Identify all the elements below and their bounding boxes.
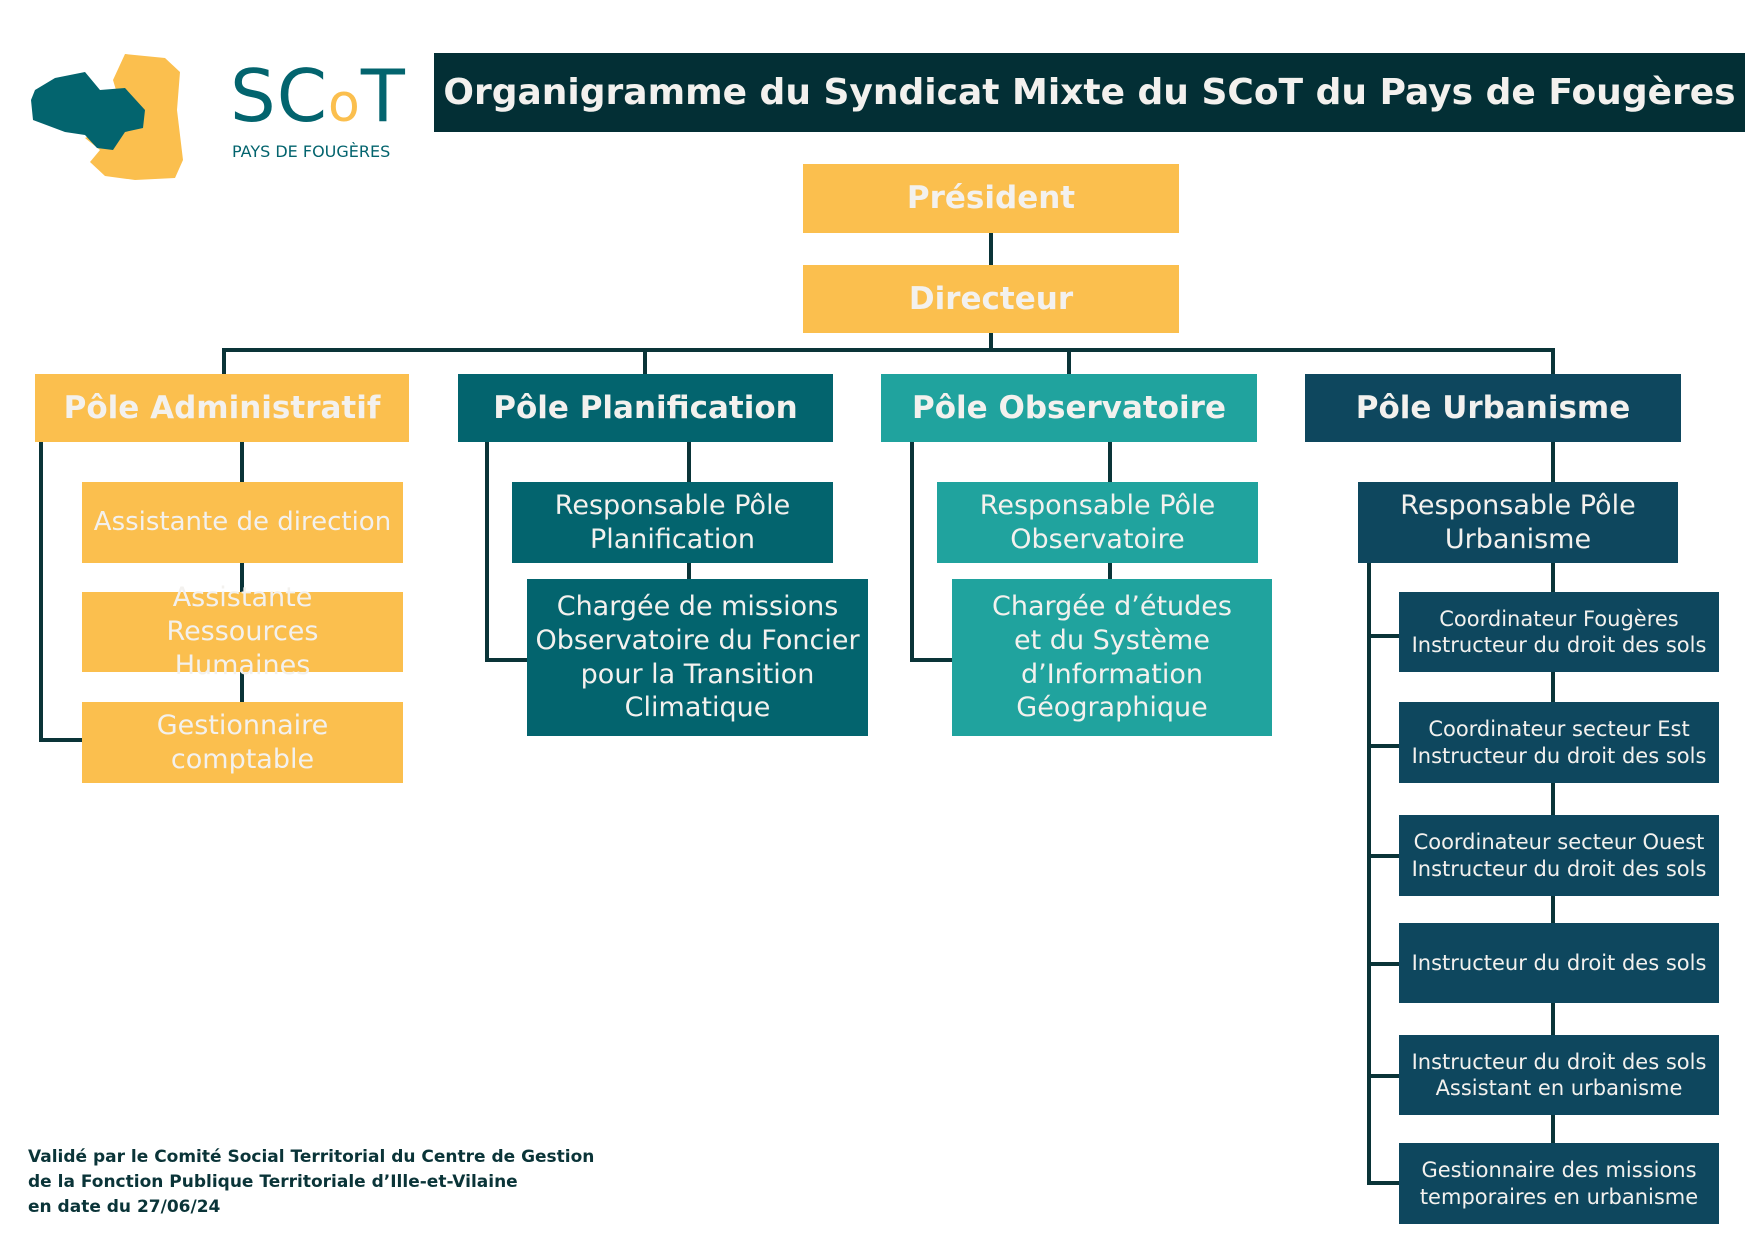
pole-administratif: Pôle Administratif	[35, 374, 409, 442]
role-box: Responsable Pôle Urbanisme	[1358, 482, 1678, 563]
role-box: Assistante Ressources Humaines	[82, 582, 403, 681]
pole-planification: Pôle Planification	[458, 374, 833, 442]
pole-observatoire: Pôle Observatoire	[881, 374, 1257, 442]
role-box: Instructeur du droit des sols	[1399, 923, 1719, 1003]
page-title: Organigramme du Syndicat Mixte du SCoT d…	[434, 53, 1745, 132]
role-box: Coordinateur secteur Ouest Instructeur d…	[1399, 815, 1719, 896]
role-box: Assistante de direction	[82, 482, 403, 563]
role-box: Chargée d’études et du Système d’Informa…	[952, 579, 1272, 736]
logo-subtitle: PAYS DE FOUGÈRES	[232, 142, 391, 161]
logo: SCoT PAYS DE FOUGÈRES	[25, 50, 425, 190]
role-box: Coordinateur secteur Est Instructeur du …	[1399, 702, 1719, 783]
role-box: Chargée de missions Observatoire du Fonc…	[527, 579, 868, 736]
pole-urbanisme: Pôle Urbanisme	[1305, 374, 1681, 442]
footer-note: Validé par le Comité Social Territorial …	[28, 1147, 595, 1217]
role-box: Coordinateur Fougères Instructeur du dro…	[1399, 592, 1719, 672]
role-box: Gestionnaire comptable	[82, 702, 403, 783]
directeur-box: Directeur	[803, 265, 1179, 333]
president-box: Président	[803, 164, 1179, 233]
logo-text: SCoT	[230, 54, 406, 138]
role-box: Responsable Pôle Planification	[512, 482, 833, 563]
role-box: Gestionnaire des missions temporaires en…	[1399, 1143, 1719, 1224]
map-icon	[31, 54, 183, 180]
role-box: Instructeur du droit des sols Assistant …	[1399, 1035, 1719, 1115]
role-box: Responsable Pôle Observatoire	[937, 482, 1258, 563]
